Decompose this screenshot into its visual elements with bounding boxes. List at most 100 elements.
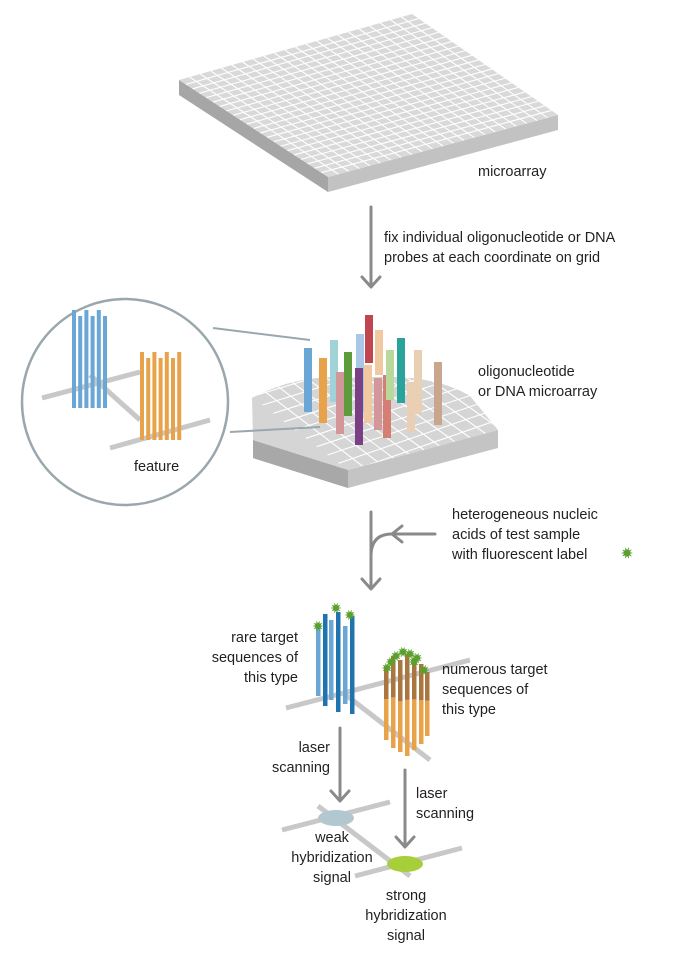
strong-signal-label: strong hybridization signal bbox=[350, 886, 462, 946]
block-grid-line bbox=[338, 404, 498, 464]
plate-grid-line bbox=[314, 105, 545, 169]
probe-bar bbox=[304, 348, 312, 412]
plate-grid-line bbox=[300, 96, 532, 160]
probe-bar bbox=[383, 375, 391, 438]
numerous-probe bbox=[425, 700, 430, 736]
laser-left-label: laser scanning bbox=[262, 738, 330, 778]
zoom-blue-probe bbox=[78, 316, 83, 408]
fluorescent-label bbox=[408, 656, 420, 668]
dna-microarray-block bbox=[252, 315, 498, 488]
weak-signal-label: weak hybridization signal bbox=[276, 828, 388, 888]
fluorescent-label bbox=[397, 646, 409, 658]
laser-right-line-1: laser bbox=[416, 786, 448, 802]
zoom-orange-probe bbox=[158, 358, 163, 440]
microarray-label: microarray bbox=[478, 164, 547, 180]
numerous-probe bbox=[419, 700, 424, 744]
numerous-probe bbox=[398, 701, 403, 752]
zoom-blue-probe bbox=[84, 310, 89, 408]
rare-target-line-2: sequences of bbox=[211, 650, 298, 666]
probe-bar bbox=[355, 368, 363, 445]
plate-grid-line bbox=[321, 109, 552, 174]
sample-label: heterogeneous nucleic acids of test samp… bbox=[452, 505, 598, 565]
fix-probes-line-2: probes at each coordinate on grid bbox=[384, 250, 601, 266]
zoom-connector-bottom bbox=[229, 426, 321, 433]
plate-side-left bbox=[179, 80, 328, 192]
rare-probe bbox=[343, 626, 348, 704]
zoom-orange-probe bbox=[140, 352, 144, 440]
numerous-probe-label-part bbox=[419, 664, 424, 700]
probe-bars bbox=[304, 315, 442, 445]
fluorescent-labels bbox=[312, 602, 430, 676]
zoom-orange-probe bbox=[146, 358, 151, 440]
numerous-probe bbox=[412, 699, 417, 750]
plate-grid-line bbox=[185, 18, 419, 85]
zoom-circle bbox=[20, 297, 230, 507]
arrow-sample bbox=[360, 510, 437, 591]
laser-left-line-2: scanning bbox=[271, 760, 330, 776]
numerous-probe bbox=[391, 697, 396, 748]
fluorescent-label bbox=[385, 656, 397, 668]
numerous-target-line-2: sequences of bbox=[442, 682, 529, 698]
numerous-probe-label-part bbox=[405, 654, 410, 700]
rare-probe bbox=[329, 620, 334, 700]
dna-microarray-label: oligonucleotide or DNA microarray bbox=[478, 362, 597, 402]
numerous-target-label: numerous target sequences of this type bbox=[442, 660, 548, 720]
plate-side-right bbox=[328, 115, 558, 192]
plate-grid-line bbox=[212, 36, 446, 103]
fluorescent-label bbox=[344, 609, 356, 621]
probe-bar bbox=[397, 338, 405, 403]
zoom-blue-probe bbox=[72, 310, 76, 408]
zoom-blue-probe bbox=[96, 310, 101, 408]
zoom-orange-probe bbox=[164, 352, 169, 440]
rare-probe bbox=[323, 614, 328, 706]
zoom-blue-probe bbox=[90, 316, 95, 408]
numerous-probe-label-part bbox=[391, 656, 396, 698]
plate-grid-line bbox=[280, 82, 512, 147]
sample-line-2: acids of test sample bbox=[452, 527, 581, 543]
block-grid-line bbox=[252, 376, 422, 398]
fluorescent-label bbox=[390, 650, 402, 662]
laser-right-label: laser scanning bbox=[416, 784, 474, 824]
weak-signal-line-2: hybridization bbox=[291, 850, 373, 866]
zoom-orange-probe bbox=[177, 352, 182, 440]
numerous-probe bbox=[405, 699, 410, 756]
fluorescent-label-legend bbox=[621, 547, 633, 559]
zoom-connector-top bbox=[212, 327, 311, 341]
numerous-probe bbox=[384, 699, 389, 740]
plate-grid-line bbox=[273, 77, 506, 143]
numerous-probe-label-part bbox=[412, 658, 417, 700]
probe-bar bbox=[375, 330, 383, 375]
numerous-probe-label-part bbox=[384, 666, 389, 700]
probe-bar bbox=[344, 352, 352, 416]
strong-signal-spot bbox=[387, 856, 423, 872]
plate-grid-line bbox=[287, 86, 519, 152]
plate-grid-line bbox=[205, 31, 439, 99]
weak-signal-line-1: weak bbox=[315, 830, 349, 846]
feature-orange-probes bbox=[140, 352, 182, 440]
plate-grid-line bbox=[246, 59, 479, 125]
plate-grid-line bbox=[219, 41, 452, 107]
probe-bar bbox=[414, 350, 422, 414]
rare-probe bbox=[350, 616, 355, 714]
rare-target-line-3: this type bbox=[244, 670, 298, 686]
probe-bar bbox=[336, 372, 344, 434]
strong-signal-line-1: strong bbox=[385, 888, 427, 904]
plate-grid-line bbox=[192, 22, 426, 90]
fluorescent-label bbox=[418, 664, 430, 676]
strong-signal-line-3: signal bbox=[387, 928, 425, 944]
dna-microarray-line-1: oligonucleotide bbox=[478, 364, 575, 380]
zoom-blue-probe bbox=[103, 316, 107, 408]
fluorescent-label bbox=[404, 648, 416, 660]
block-side-right bbox=[348, 430, 498, 488]
sample-line-1: heterogeneous nucleic bbox=[452, 507, 598, 523]
probe-bar bbox=[434, 362, 442, 425]
probe-bar bbox=[365, 315, 373, 363]
laser-left-line-1: laser bbox=[298, 740, 330, 756]
plate-grid-line bbox=[226, 45, 459, 112]
numerous-target-line-3: this type bbox=[442, 702, 496, 718]
plate-grid-line bbox=[266, 73, 499, 138]
rare-target-line-1: rare target bbox=[231, 630, 298, 646]
probe-bar bbox=[330, 340, 338, 402]
probe-bar bbox=[407, 382, 415, 432]
fix-probes-label: fix individual oligonucleotide or DNA pr… bbox=[384, 228, 615, 268]
